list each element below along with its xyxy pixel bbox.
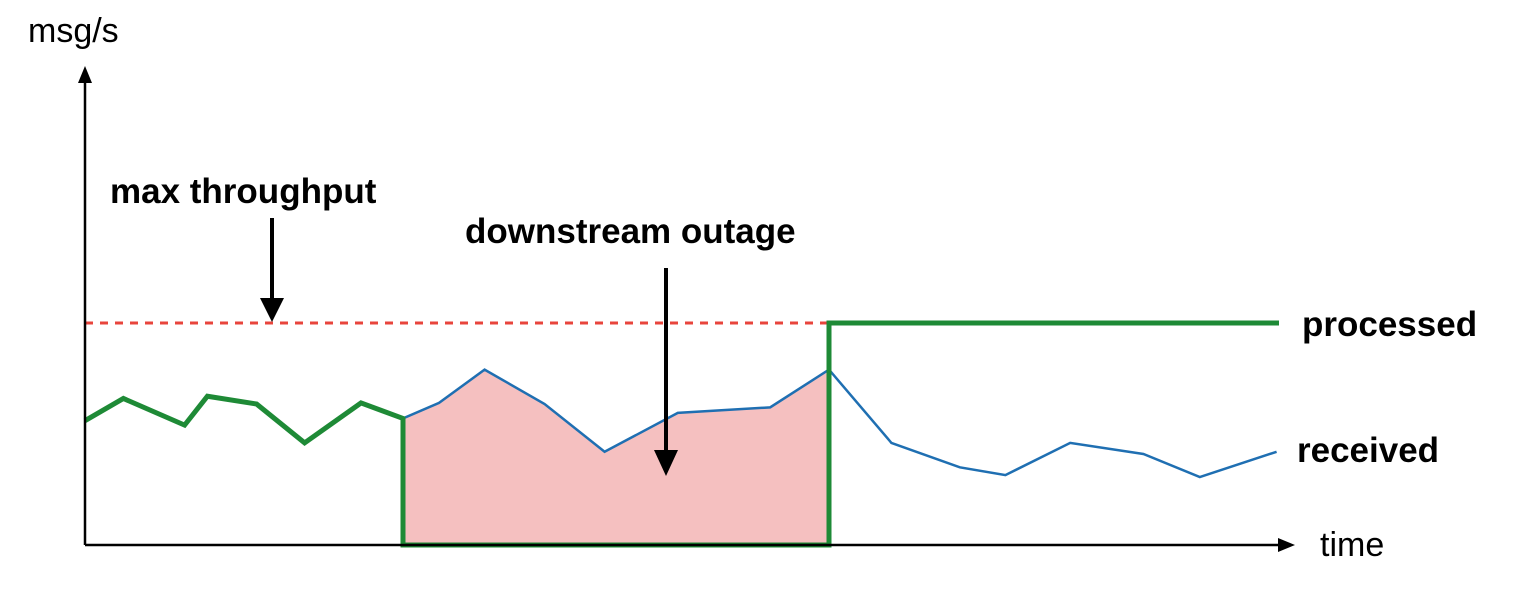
x-axis-arrow-icon [1278, 538, 1295, 552]
outage-arrow-icon [654, 450, 678, 476]
max-throughput-label: max throughput [110, 172, 377, 211]
y-axis-label: msg/s [28, 12, 119, 50]
x-axis-label: time [1320, 526, 1385, 564]
processed-line [83, 320, 1279, 548]
downstream-outage-label: downstream outage [465, 212, 796, 251]
legend-processed: processed [1302, 305, 1478, 344]
y-axis-arrow-icon [78, 66, 92, 83]
backlog-area [403, 369, 829, 545]
legend-received: received [1297, 431, 1440, 470]
max-throughput-arrow-icon [260, 298, 284, 322]
